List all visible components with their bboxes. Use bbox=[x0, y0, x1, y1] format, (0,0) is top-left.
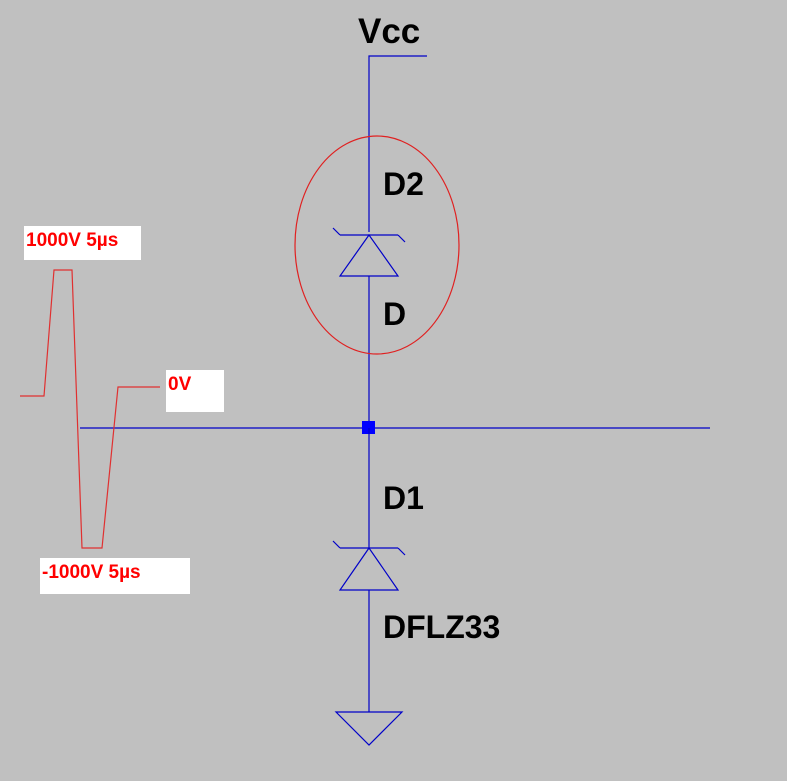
vcc-label: Vcc bbox=[358, 12, 421, 51]
junction-dot bbox=[362, 421, 375, 434]
d1-value-label: DFLZ33 bbox=[383, 609, 501, 645]
highlight-ellipse bbox=[294, 135, 460, 355]
pulse-positive-label: 1000V 5µs bbox=[24, 226, 141, 260]
pulse-negative-label: -1000V 5µs bbox=[40, 558, 190, 594]
d1-ref-label: D1 bbox=[383, 480, 424, 516]
d2-value-label: D bbox=[383, 296, 407, 332]
d2-ref-label: D2 bbox=[383, 166, 424, 202]
ground-symbol-icon bbox=[334, 711, 404, 746]
zener-diode-icon[interactable] bbox=[332, 227, 406, 277]
pulse-waveform bbox=[20, 269, 160, 549]
zener-diode-icon[interactable] bbox=[332, 540, 406, 591]
pulse-zero-label: 0V bbox=[166, 370, 224, 412]
vcc-flag-wire bbox=[368, 55, 427, 232]
